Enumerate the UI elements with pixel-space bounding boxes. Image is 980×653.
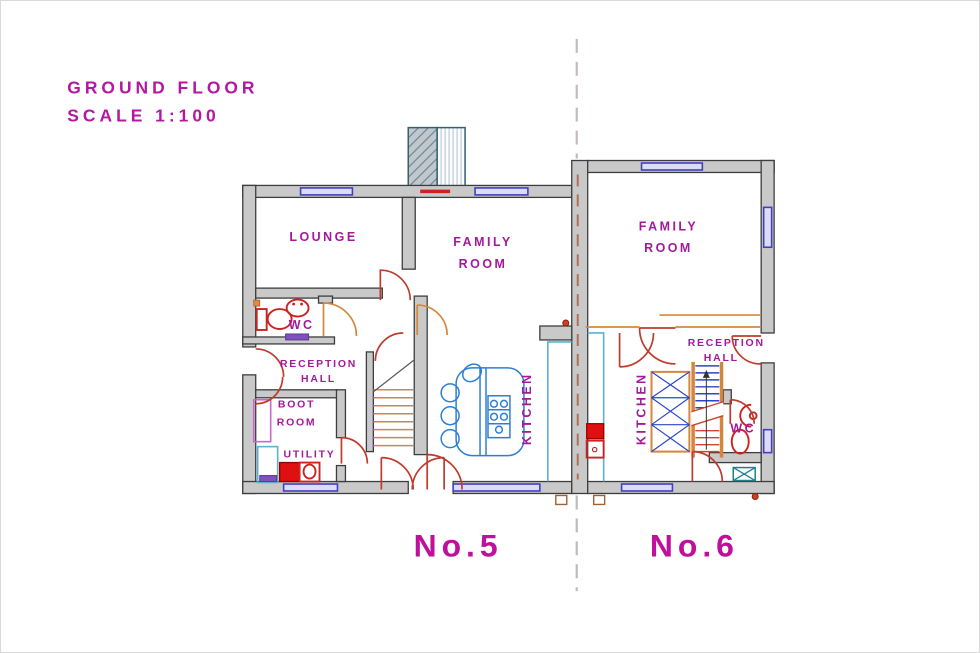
svg-text:HALL: HALL [301, 374, 336, 385]
washing-machine [278, 461, 301, 483]
unit-label-no6: No.6 [650, 527, 739, 563]
svg-text:ROOM: ROOM [277, 418, 317, 429]
cooker [586, 423, 605, 440]
drain-point [751, 492, 759, 500]
utility-door [340, 436, 369, 464]
no6-wc-door [729, 398, 756, 424]
stairs-direction-arrow [702, 369, 710, 378]
svg-text:HALL: HALL [704, 353, 739, 364]
utility-fixtures [252, 398, 321, 484]
room-label-wc-no6: WC [730, 422, 756, 436]
doors [255, 269, 762, 490]
basin [739, 403, 752, 428]
window [299, 187, 354, 196]
no5-wc-door [322, 302, 358, 336]
mat [259, 475, 278, 483]
fridge [256, 445, 279, 484]
wall-segment [539, 325, 573, 341]
no5-wc-fixtures [253, 298, 310, 341]
kitchen-island [440, 363, 525, 457]
room-label-family-room-no6: FAMILY [639, 219, 698, 233]
windows [282, 162, 773, 492]
drawing-title: GROUND FLOOR [67, 78, 258, 98]
room-label-kitchen-no6: KITCHEN [635, 372, 649, 445]
toilet-cistern [255, 308, 268, 331]
no6-counter [587, 332, 605, 482]
stool [440, 383, 460, 403]
stool [440, 428, 460, 449]
toilet [266, 308, 293, 330]
party-wall [571, 159, 589, 495]
stool [462, 363, 483, 383]
no5-rear-french-doors [380, 456, 445, 490]
wall-segment [587, 480, 775, 495]
wall-segment [413, 295, 428, 456]
no6-reception-walls [585, 314, 762, 328]
utility-sink [298, 461, 321, 483]
boot-room-bench [252, 398, 272, 443]
svg-text:ROOM: ROOM [644, 241, 693, 255]
window [620, 483, 674, 492]
wall-segment [365, 351, 375, 453]
window [640, 162, 704, 171]
wall-segment [317, 295, 334, 304]
window [282, 483, 339, 492]
wall-segment [760, 362, 775, 495]
downpipe [592, 494, 606, 506]
no5-staircase [372, 359, 415, 447]
drawing-scale: SCALE 1:100 [67, 106, 219, 126]
lounge-door [379, 269, 412, 301]
wall-segment [242, 184, 257, 348]
room-label-family-room-no5: FAMILY [453, 235, 512, 249]
room-label-reception-no5: RECEPTION [280, 359, 357, 370]
window [452, 483, 541, 492]
no6-fixtures [555, 319, 759, 506]
walls [242, 159, 775, 495]
basin [285, 298, 310, 318]
downpipe [555, 494, 568, 506]
room-label-reception-no6: RECEPTION [688, 338, 765, 349]
chimney [407, 126, 466, 189]
room-label-wc-no5: WC [289, 318, 315, 332]
window [474, 187, 529, 196]
room-label-utility: UTILITY [284, 450, 336, 461]
wall-segment [335, 464, 347, 483]
window [762, 428, 773, 454]
stool [440, 406, 460, 426]
wall-segment [401, 196, 416, 270]
drain-point [562, 319, 570, 327]
hob [487, 395, 511, 439]
hall-door [416, 304, 448, 335]
boundary-line [575, 38, 579, 592]
room-label-boot-room: BOOT [278, 400, 315, 411]
no5-front-door [255, 348, 285, 377]
no5-counter [547, 341, 572, 482]
no6-front-door [731, 335, 762, 365]
room-label-kitchen-no5: KITCHEN [520, 372, 534, 445]
no6-staircase [691, 361, 724, 458]
unit-label-no5: No.5 [414, 527, 503, 563]
wall-segment [255, 389, 339, 399]
wall-segment [708, 451, 762, 464]
toilet [730, 428, 750, 455]
window [762, 206, 773, 249]
room-label-lounge: LOUNGE [289, 230, 357, 244]
radiator [285, 333, 310, 341]
wall-segment [335, 389, 347, 439]
no6-cabinets [650, 370, 691, 453]
svg-text:ROOM: ROOM [459, 257, 508, 271]
